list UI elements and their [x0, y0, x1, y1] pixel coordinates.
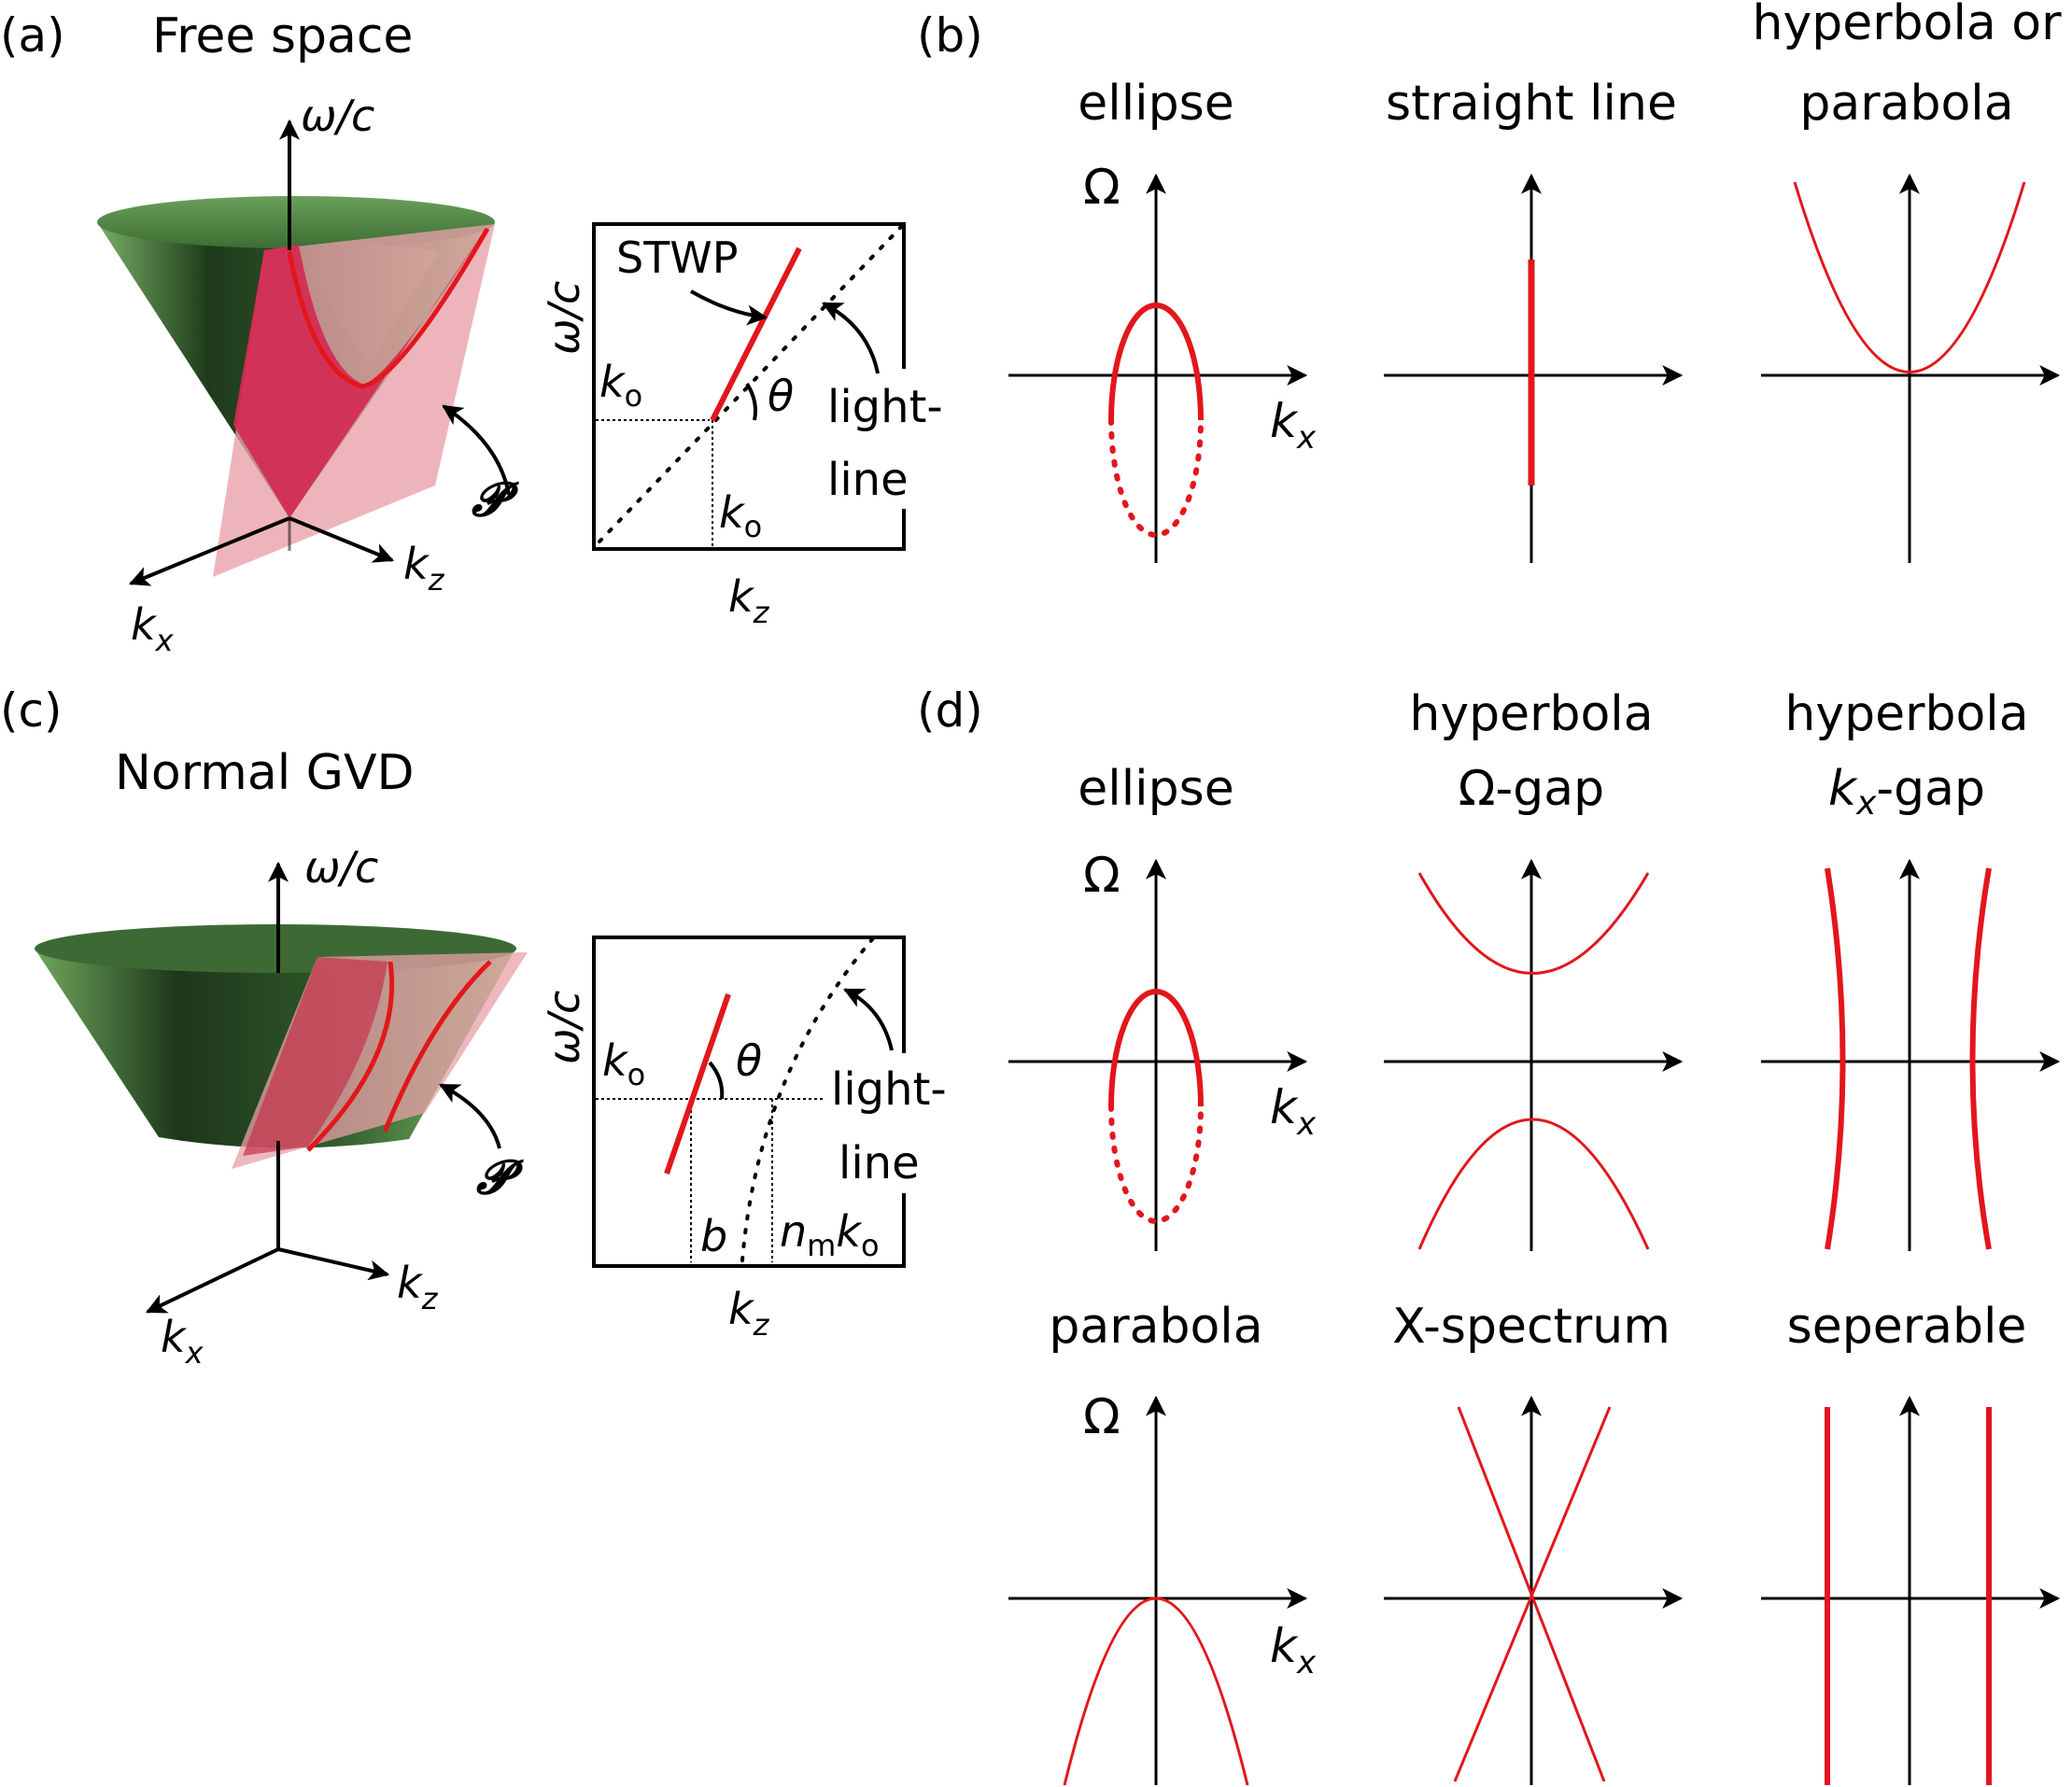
d1-omega-label: Ω: [1083, 848, 1121, 904]
b-plot-3-title-1: hyperbola or: [1753, 0, 2063, 51]
theta-label: θ: [768, 371, 794, 421]
plane-pointer-arrow: [442, 404, 511, 496]
d-plot-3-title-2: kx-gap: [1828, 761, 1985, 823]
d3-hyperbola-left: [1825, 867, 1846, 1250]
kz-axis-label: kz: [403, 539, 445, 598]
c-lightline-arrow: [843, 988, 894, 1051]
theta-arc: [745, 382, 757, 421]
panel-a-title: Free space: [152, 8, 413, 64]
c-ko-label: ko: [602, 1035, 645, 1092]
panel-label-c: (c): [0, 683, 63, 738]
c-lightline-label-1: light-: [831, 1063, 947, 1116]
c-theta-arc: [708, 1061, 725, 1100]
gvd-curve-left: [306, 961, 395, 1152]
c-inset-ylabel: ω/c: [539, 991, 589, 1064]
c-inset-xlabel: kz: [728, 1284, 770, 1343]
lightline-label-1: light-: [827, 381, 943, 433]
b-plot-3-title-2: parabola: [1799, 76, 2013, 132]
gvd-plane-overlap: [243, 957, 388, 1156]
panel-c-title: Normal GVD: [115, 745, 415, 801]
d3-hyperbola-right: [1969, 867, 1992, 1250]
panel-a-inset: ω/c kz θ STWP light- line ko ko: [539, 222, 956, 630]
panel-label-d: (d): [917, 683, 983, 738]
lightline-label-bg: [816, 369, 956, 509]
panel-d-spectra: ellipse hyperbola Ω-gap hyperbola kx-gap…: [1008, 686, 2061, 1786]
light-line: [598, 225, 903, 543]
d5-x-line-2: [1453, 1406, 1612, 1782]
d-plot-5-title: X-spectrum: [1392, 1299, 1670, 1355]
kz-axis: [289, 516, 395, 563]
b-plot-2-title: straight line: [1386, 76, 1677, 132]
d2-hyperbola-upper: [1417, 872, 1650, 975]
b1-kx-label: kx: [1270, 394, 1317, 457]
plane-cone-intersection: [233, 229, 486, 518]
omega-axis-label: ω/c: [301, 91, 374, 141]
panel-b-spectra: ellipse straight line hyperbola or parab…: [1008, 0, 2062, 563]
inset-xlabel: kz: [728, 571, 770, 630]
ko-left-label: ko: [599, 357, 642, 414]
gvd-omega-label: ω/c: [304, 842, 378, 893]
panel-label-b: (b): [917, 8, 983, 63]
gvd-curve-right: [382, 960, 492, 1133]
c-nm-ko-label: nmko: [780, 1206, 880, 1263]
b1-ellipse-solid: [1108, 303, 1204, 421]
d1-kx-label: kx: [1270, 1080, 1317, 1143]
gvd-kx-axis: [146, 1247, 279, 1314]
d-plot-6-title: seperable: [1787, 1299, 2027, 1355]
c-theta-label: θ: [736, 1035, 762, 1086]
kx-axis-label: kx: [131, 599, 175, 658]
d-plot-2-title-2: Ω-gap: [1459, 761, 1604, 817]
c-b-label: b: [700, 1211, 727, 1261]
gvd-kz-label: kz: [397, 1258, 439, 1316]
d4-parabola: [1063, 1597, 1249, 1786]
d-plot-2-title-1: hyperbola: [1409, 686, 1653, 742]
b3-parabola: [1793, 181, 2026, 373]
b1-ellipse-dotted: [1108, 417, 1204, 538]
gvd-kz-axis: [277, 1247, 390, 1281]
ko-bottom-label: ko: [719, 487, 762, 544]
stwp-label: STWP: [616, 232, 739, 283]
c-spectrum-line: [664, 993, 731, 1175]
panel-label-a: (a): [0, 8, 65, 63]
gvd-plane-pointer-arrow: [439, 1083, 501, 1149]
c-light-line: [740, 936, 875, 1262]
d4-kx-label: kx: [1270, 1619, 1317, 1681]
kx-axis: [128, 516, 290, 586]
light-cone-rim: [97, 196, 495, 248]
stwp-arrow: [690, 289, 768, 326]
panel-c-cone-diagram: Normal GVD ω/c kx kz 𝓟: [35, 745, 528, 1371]
c-lightline-label-2: line: [839, 1137, 920, 1189]
d1-ellipse-dotted: [1108, 1104, 1204, 1224]
lightline-arrow: [822, 302, 880, 374]
d-plot-3-title-1: hyperbola: [1784, 686, 2028, 742]
inset-ylabel: ω/c: [539, 281, 589, 355]
d-plot-4-title: parabola: [1049, 1299, 1262, 1355]
b-plot-1-title: ellipse: [1078, 76, 1233, 132]
stwp-spectrum-line: [710, 246, 802, 422]
d4-omega-label: Ω: [1083, 1389, 1121, 1445]
c-lightline-label-bg: [825, 1053, 956, 1193]
b1-omega-label: Ω: [1083, 160, 1121, 216]
panel-c-inset: ω/c kz θ light- line ko b nmko: [539, 936, 956, 1343]
plane-label: 𝓟: [472, 472, 519, 527]
d2-hyperbola-lower: [1417, 1118, 1650, 1250]
gvd-plane-label: 𝓟: [476, 1150, 524, 1204]
lightline-label-2: line: [827, 454, 909, 506]
panel-a-cone-diagram: Free space ω/c kx kz 𝓟: [97, 8, 519, 658]
d1-ellipse-solid: [1108, 989, 1204, 1107]
gvd-kx-label: kx: [161, 1312, 204, 1371]
intersection-curve: [287, 227, 490, 389]
d-plot-1-title: ellipse: [1078, 761, 1233, 817]
